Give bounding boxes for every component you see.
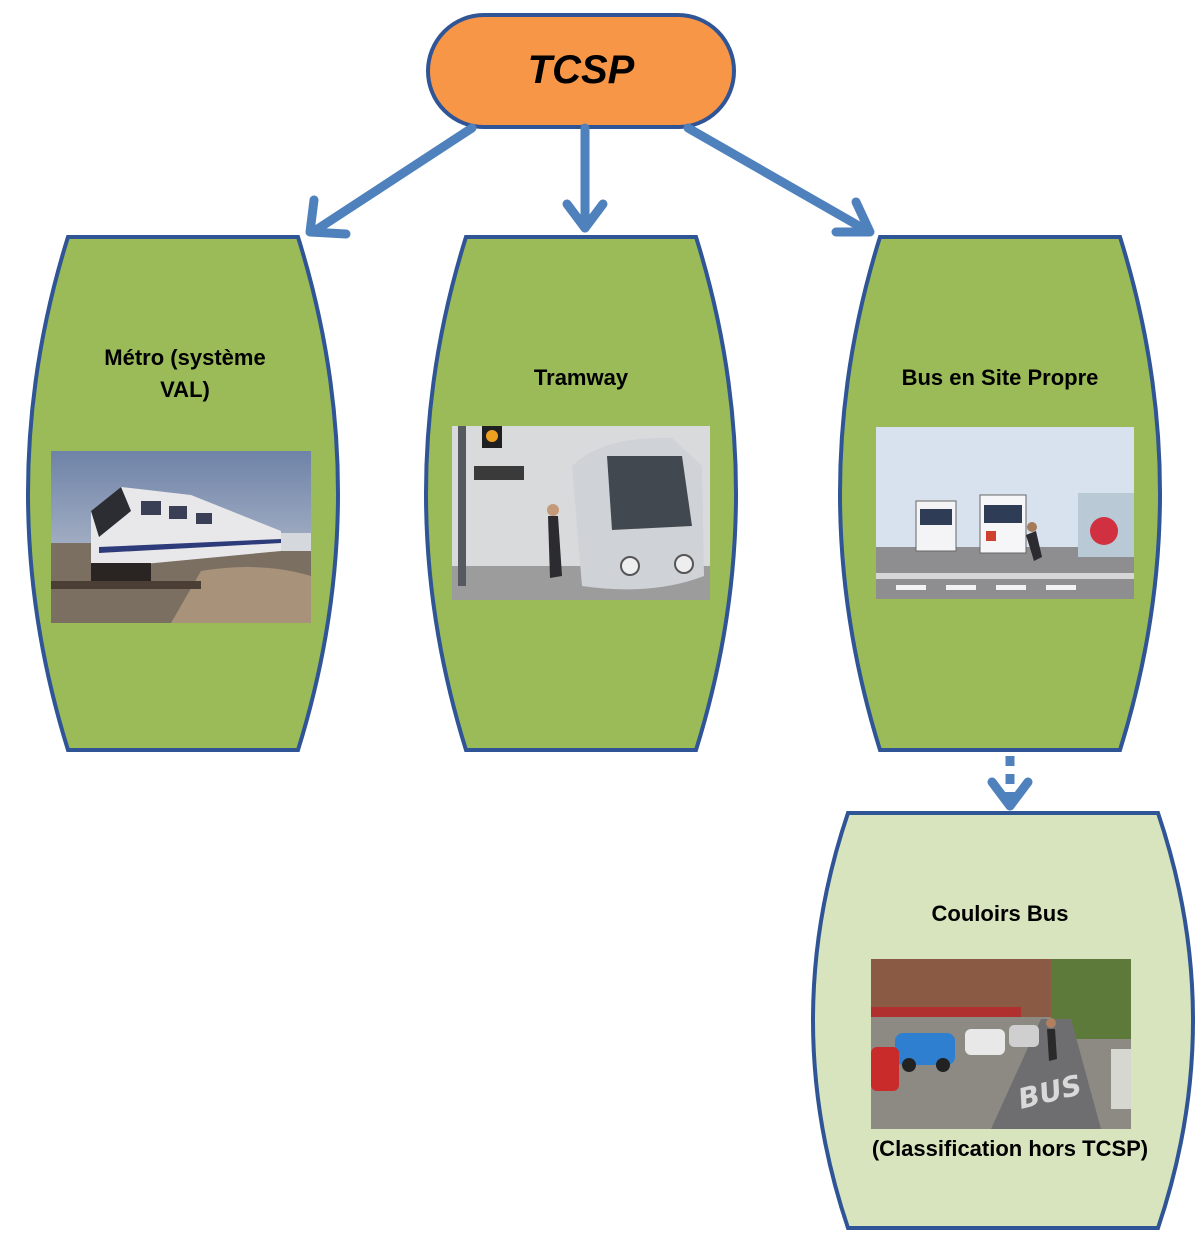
node-bus-site-propre-label-text: Bus en Site Propre <box>901 365 1099 390</box>
node-tramway-label: Tramway <box>436 362 726 394</box>
node-metro-label-line2: VAL) <box>160 377 210 402</box>
node-bus-site-propre-label: Bus en Site Propre <box>855 362 1145 394</box>
node-couloirs-bus-label: Couloirs Bus <box>855 898 1145 930</box>
node-tramway-label-text: Tramway <box>533 365 629 390</box>
arrow-tcsp-metro <box>305 123 477 239</box>
node-metro-label: Métro (système VAL) <box>40 342 330 406</box>
tram-photo <box>452 426 710 600</box>
bus-street-photo <box>876 427 1134 599</box>
node-couloirs-bus-label-text: Couloirs Bus <box>931 901 1069 926</box>
node-couloirs-bus-note: (Classification hors TCSP) <box>820 1133 1200 1165</box>
arrow-tcsp-tramway <box>562 123 608 233</box>
arrow-tcsp-bus-site-propre <box>683 123 875 237</box>
metro-train-photo <box>51 451 311 623</box>
bus-lane-photo: BUS <box>871 959 1131 1129</box>
node-couloirs-bus-note-text: (Classification hors TCSP) <box>871 1136 1149 1161</box>
root-label-text: TCSP <box>527 48 635 92</box>
arrow-bus-site-propre-couloirs-bus <box>987 756 1033 811</box>
root-label: TCSP <box>428 48 734 98</box>
node-metro-label-line1: Métro (système <box>104 345 266 370</box>
